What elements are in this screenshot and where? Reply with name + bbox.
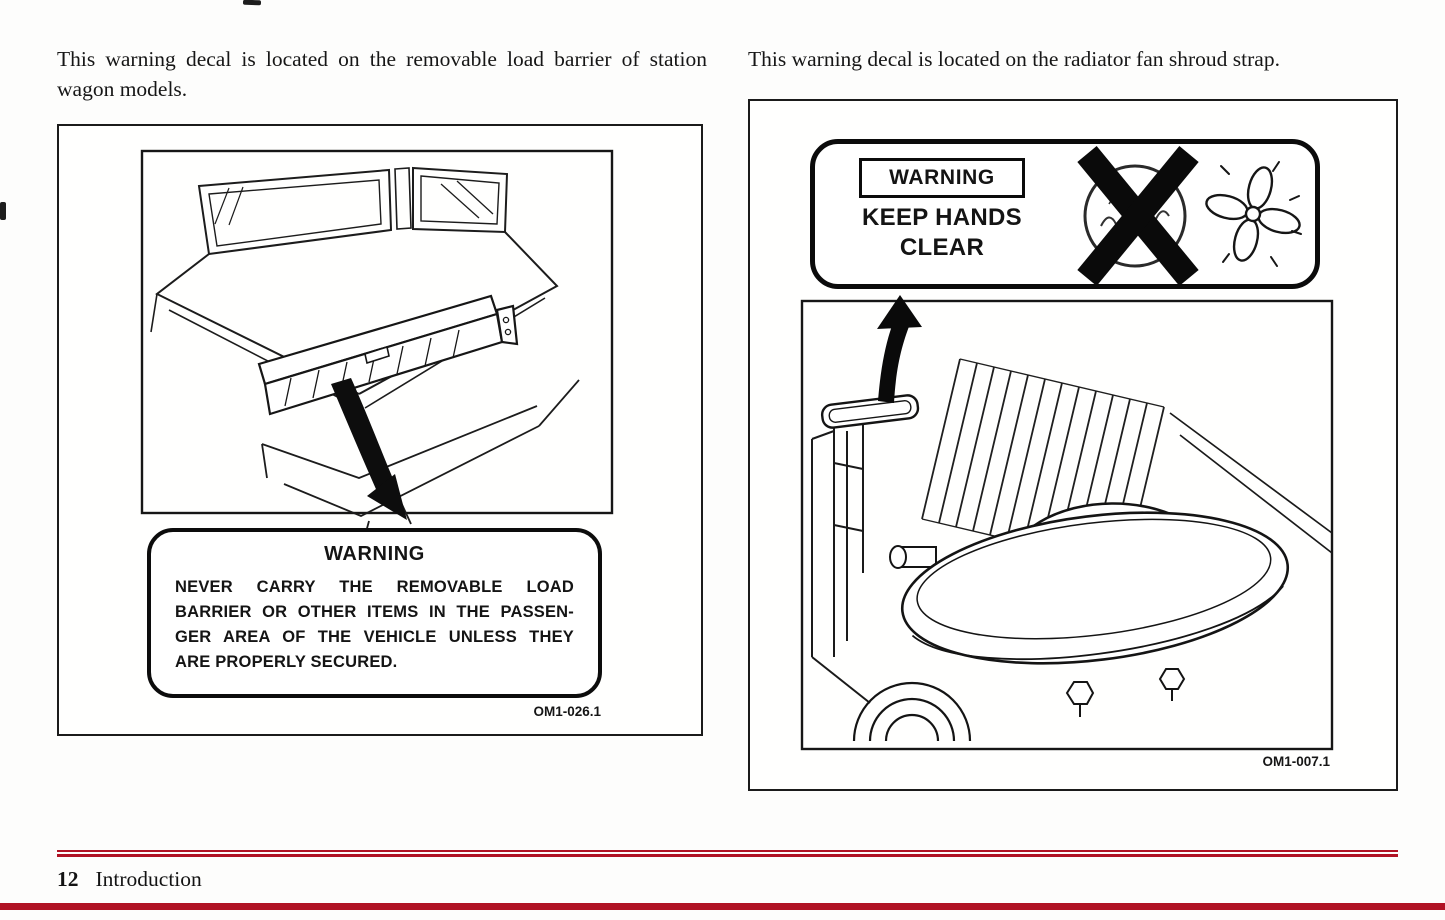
page-footer: 12 Introduction bbox=[57, 867, 202, 892]
left-decal-body: NEVER CARRY THE REMOVABLE LOAD BARRIER O… bbox=[175, 575, 574, 675]
footer-rule bbox=[57, 850, 1398, 857]
page-number: 12 bbox=[57, 867, 79, 891]
fan-decal-warning-box: WARNING bbox=[859, 158, 1025, 198]
decal-text-line: BARRIER OR OTHER ITEMS IN THE PASSEN- bbox=[175, 603, 574, 622]
engine-illustration bbox=[800, 295, 1334, 751]
bottom-edge-rule bbox=[0, 903, 1445, 910]
up-arrow-icon bbox=[877, 295, 922, 403]
clear-text: CLEAR bbox=[899, 234, 985, 261]
section-title: Introduction bbox=[95, 867, 202, 891]
decal-text-line: NEVER CARRY THE REMOVABLE LOAD bbox=[175, 578, 574, 596]
down-arrow-icon bbox=[331, 378, 407, 520]
scan-artifact bbox=[242, 0, 262, 6]
left-intro-text: This warning decal is located on the rem… bbox=[57, 47, 707, 102]
footer-rule-thick bbox=[57, 854, 1398, 857]
right-figure-frame: WARNING KEEP HANDS CLEAR bbox=[748, 99, 1398, 791]
left-figure-caption: OM1-026.1 bbox=[533, 704, 601, 719]
x-mark-icon bbox=[1077, 146, 1199, 284]
decal-text-line: GER AREA OF THE VEHICLE UNLESS THEY bbox=[175, 628, 574, 647]
right-intro-text: This warning decal is located on the rad… bbox=[748, 47, 1280, 71]
keep-hands-text: KEEP HANDS bbox=[862, 204, 1022, 231]
right-figure-caption: OM1-007.1 bbox=[1262, 754, 1330, 769]
decal-text-line: ARE PROPERLY SECURED. bbox=[175, 653, 398, 672]
scan-artifact bbox=[0, 202, 6, 220]
crossed-out-fan-graphic bbox=[1077, 146, 1302, 284]
footer-rule-thin bbox=[57, 850, 1398, 852]
fan-warning-decal: WARNING KEEP HANDS CLEAR bbox=[810, 139, 1320, 289]
left-warning-decal: WARNING NEVER CARRY THE REMOVABLE LOAD B… bbox=[147, 528, 602, 698]
fan-icon bbox=[1205, 161, 1302, 267]
left-decal-title: WARNING bbox=[324, 543, 425, 565]
left-figure-frame: WARNING NEVER CARRY THE REMOVABLE LOAD B… bbox=[57, 124, 703, 736]
fan-decal-title: WARNING bbox=[889, 166, 995, 189]
load-barrier-illustration bbox=[140, 149, 614, 559]
